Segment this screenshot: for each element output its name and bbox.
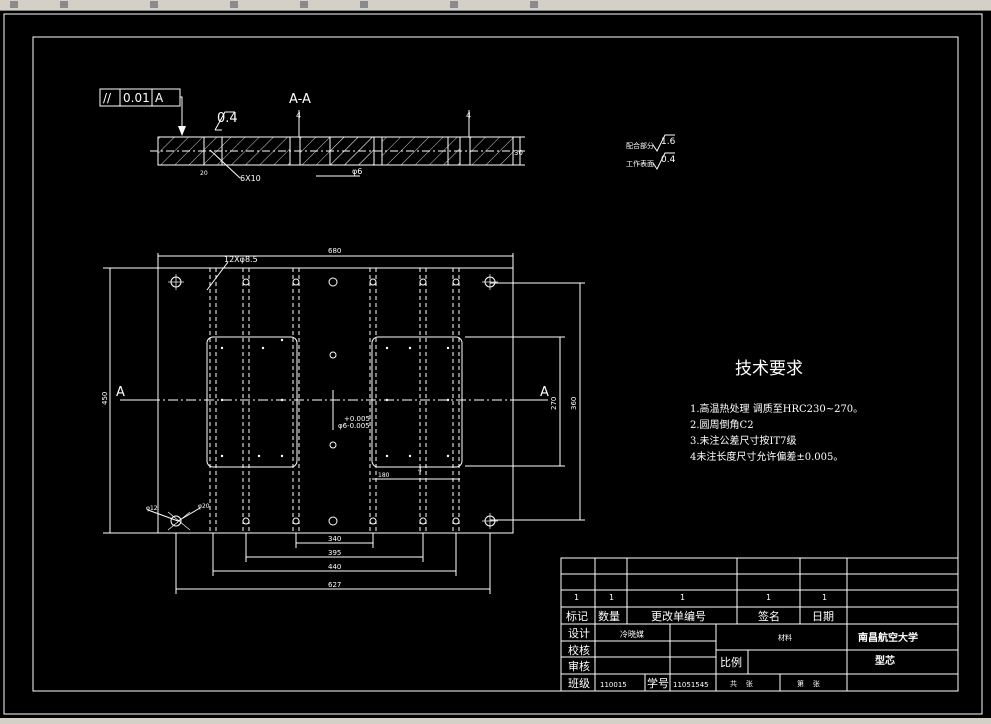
cad-toolbar	[0, 0, 991, 11]
tech-req-item-1: 1.高温热处理 调质至HRC230~270。	[690, 402, 863, 415]
plan-hole-note: 12Xφ8.5	[224, 255, 258, 264]
technical-requirements: 技术要求 1.高温热处理 调质至HRC230~270。 2.圆周倒角C2 3.未…	[690, 359, 863, 463]
flatness-symbol: //	[103, 91, 112, 105]
part-name: 型芯	[875, 654, 895, 667]
toolbar-icon[interactable]	[10, 1, 18, 8]
plan-corner-note2: φ20	[198, 503, 210, 510]
section-marker-right: A	[540, 385, 549, 400]
top-view-dim-4a: 4	[296, 111, 301, 120]
student-value: 11051545	[673, 681, 709, 689]
check-label: 校核	[568, 643, 590, 657]
tech-req-item-2: 2.圆周倒角C2	[690, 419, 754, 431]
design-label: 设计	[568, 627, 590, 640]
plan-height-dim: 450	[101, 392, 109, 405]
section-view-strip: 30 0.4 4 4 φ6 6X10 20	[150, 110, 525, 183]
header-date: 日期	[812, 610, 834, 623]
flatness-tolerance-frame: // 0.01 A	[99, 88, 186, 136]
flatness-datum: A	[155, 91, 164, 105]
drawing-canvas[interactable]: // 0.01 A A-A 30 0.4 4 4 φ6 6X10 20 配	[0, 11, 991, 718]
toolbar-icon[interactable]	[530, 1, 538, 8]
class-value: 110015	[600, 681, 627, 689]
toolbar-icon[interactable]	[300, 1, 308, 8]
roughness-work-value: 0.4	[661, 155, 676, 165]
outer-frame	[3, 13, 983, 715]
material-label: 材料	[778, 633, 792, 642]
roughness-legend: 配合部分 1.6 工作表面 0.4	[626, 134, 676, 170]
rev-row-4: 1	[766, 593, 771, 602]
class-label: 班级	[568, 677, 590, 690]
plan-small-dim: 4	[418, 467, 422, 474]
student-label: 学号	[647, 676, 669, 690]
roughness-fit-value: 1.6	[661, 137, 676, 147]
plan-bottom-dim-2: 395	[328, 549, 341, 557]
toolbar-icon[interactable]	[360, 1, 368, 8]
header-mark: 标记	[566, 609, 588, 623]
plan-width-dim: 680	[328, 247, 341, 255]
plan-bottom-dim-4: 627	[328, 581, 341, 589]
tech-req-item-3: 3.未注公差尺寸按IT7级	[690, 434, 797, 447]
roughness-fit-label: 配合部分	[626, 141, 654, 150]
top-view-note-6x10: 6X10	[240, 174, 261, 183]
plan-right-inner-dim: 270	[550, 397, 558, 410]
plan-corner-note: φ12	[146, 505, 158, 512]
university-name: 南昌航空大学	[858, 631, 918, 644]
top-view-dim-4b: 4	[466, 111, 471, 120]
header-signature: 签名	[758, 609, 780, 623]
roughness-work-label: 工作表面	[626, 159, 654, 168]
header-change-no: 更改单编号	[651, 609, 706, 623]
roughness-value: 0.4	[217, 111, 238, 126]
tech-req-title: 技术要求	[735, 359, 803, 379]
designer-name: 冷晓媒	[620, 629, 644, 639]
title-block	[560, 557, 959, 692]
sheet-no: 第 张	[797, 679, 820, 688]
tech-req-item-4: 4未注长度尺寸允许偏差±0.005。	[690, 450, 843, 463]
scale-label: 比例	[720, 655, 742, 669]
rev-row-1: 1	[574, 593, 579, 602]
top-view-dim-6: φ6	[352, 167, 362, 176]
flatness-value: 0.01	[123, 91, 150, 105]
header-qty: 数量	[598, 610, 620, 623]
section-marker-left: A	[116, 385, 125, 400]
section-title: A-A	[289, 92, 311, 107]
rev-row-2: 1	[609, 593, 614, 602]
rev-row-5: 1	[822, 593, 827, 602]
title-block-text: 1 1 1 1 1 标记 数量 更改单编号 签名 日期 设计 冷晓媒 校核 审核…	[566, 593, 918, 690]
toolbar-icon[interactable]	[230, 1, 238, 8]
toolbar-icon[interactable]	[60, 1, 68, 8]
plan-slot-dim: 180	[378, 472, 390, 479]
sheets-total: 共 张	[730, 679, 753, 688]
review-label: 审核	[568, 659, 590, 673]
plan-right-dim: 360	[570, 397, 578, 410]
top-view-dim-30: 30	[514, 149, 523, 157]
plan-tol-upper: +0.005	[344, 415, 370, 423]
toolbar-icon[interactable]	[450, 1, 458, 8]
top-view-note-small: 20	[200, 170, 208, 177]
inner-frame	[32, 36, 959, 692]
plan-bottom-dim-1: 340	[328, 535, 341, 543]
plan-bottom-dim-3: 440	[328, 563, 341, 571]
rev-row-3: 1	[680, 593, 685, 602]
toolbar-icon[interactable]	[150, 1, 158, 8]
plan-view: 680 12Xφ8.5 450 360 270 A A	[101, 247, 585, 594]
plan-tol-lower: φ6-0.005	[338, 422, 370, 430]
status-bar	[0, 718, 991, 724]
